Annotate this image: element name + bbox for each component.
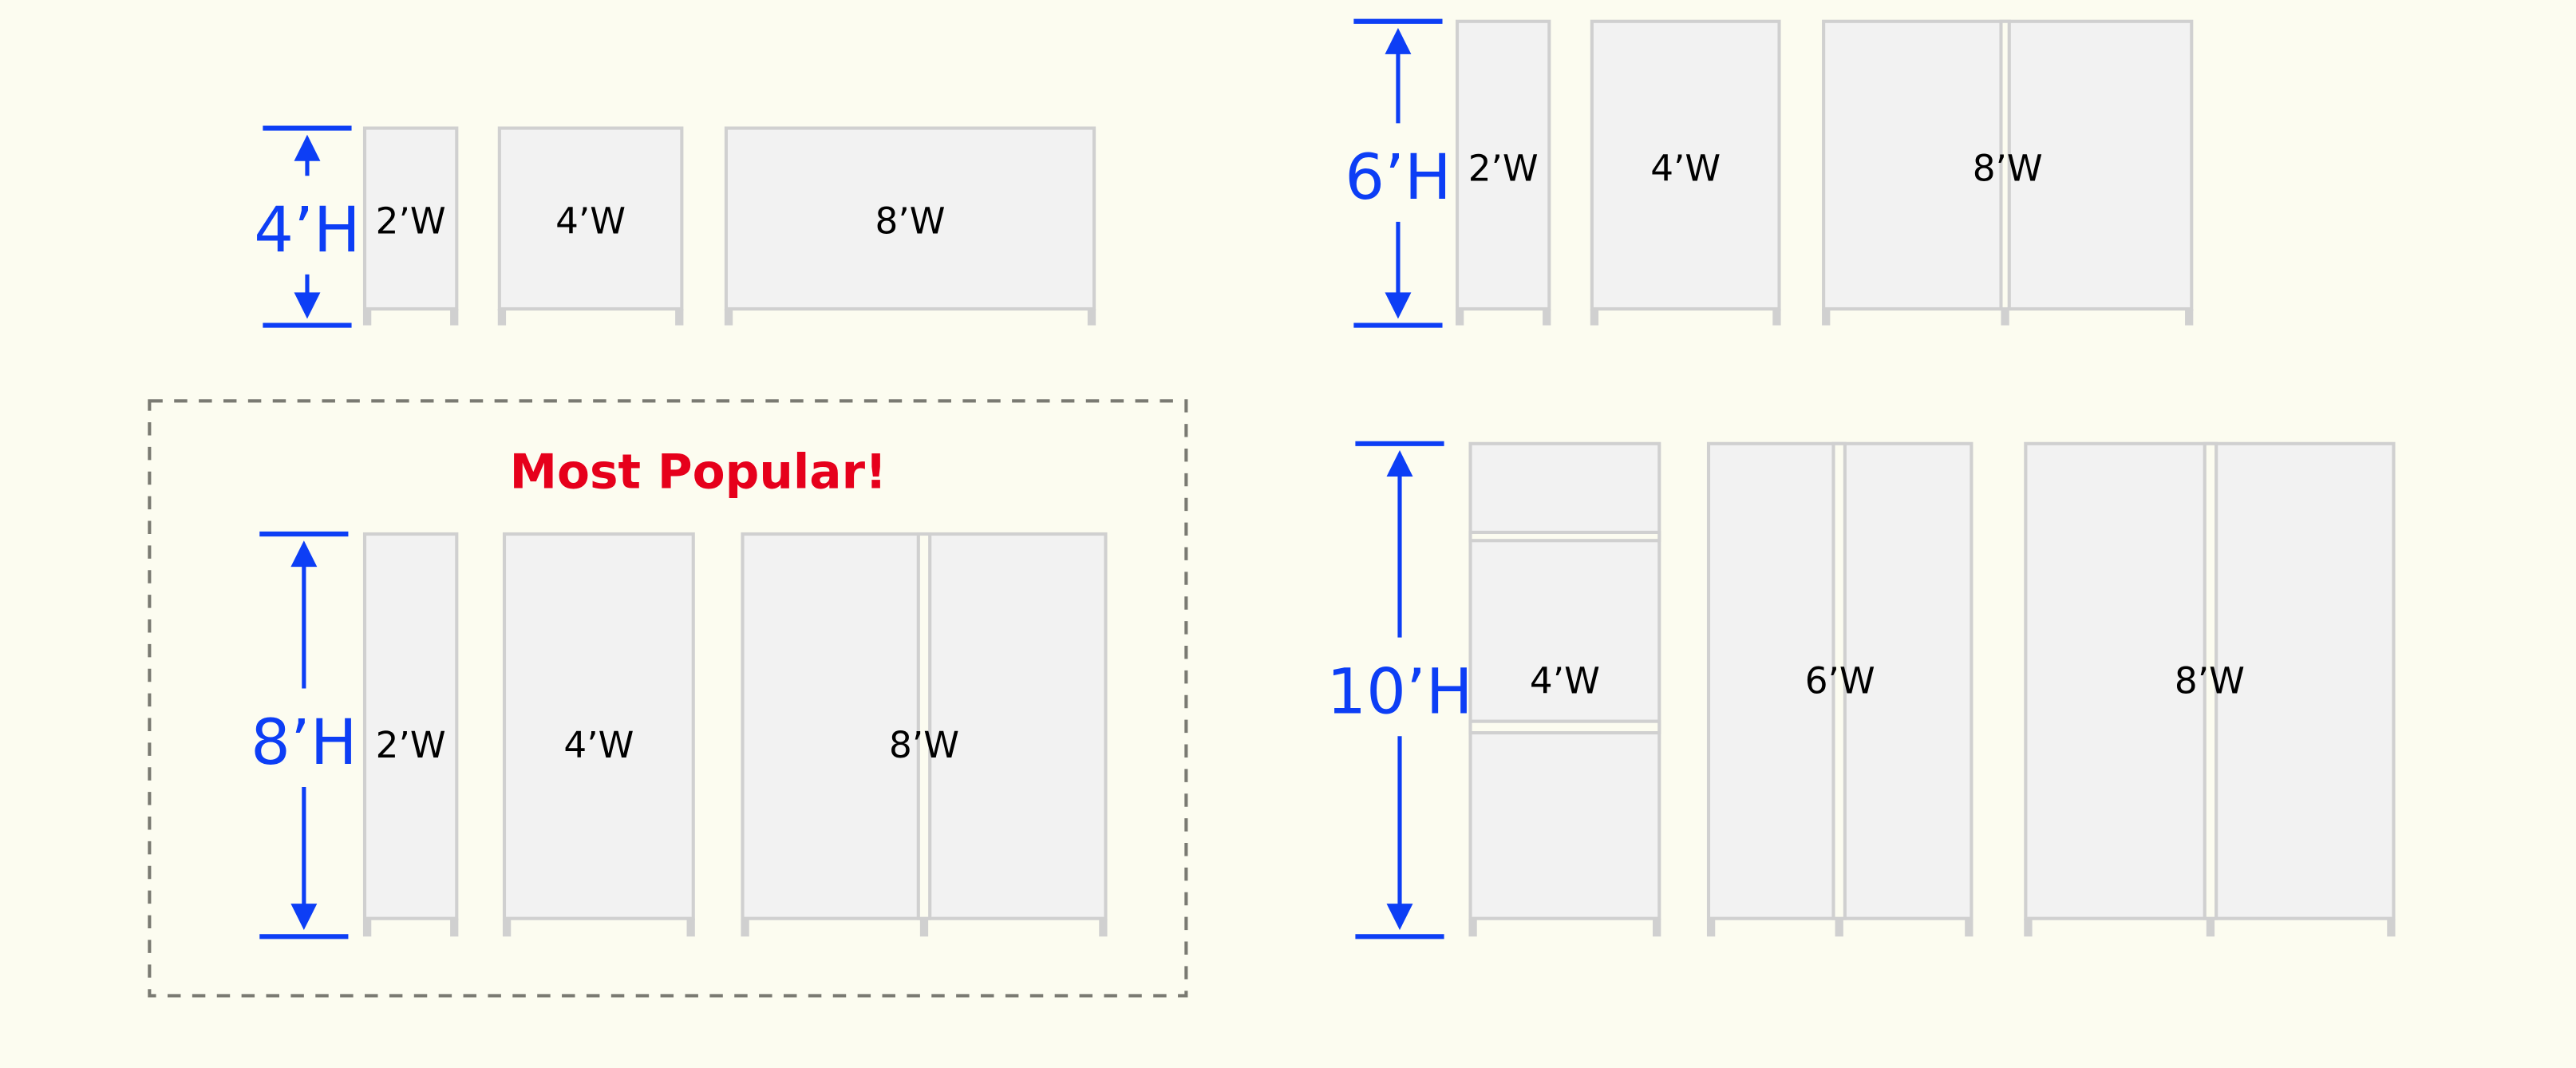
cabinet: 4’W [497, 126, 684, 326]
width-label: 4’W [1530, 660, 1600, 702]
cabinet-leg [1772, 308, 1781, 326]
cabinet-body [362, 126, 459, 311]
width-label: 4’W [563, 724, 634, 766]
width-label: 2’W [376, 724, 446, 766]
shelf-divider [1468, 719, 1661, 735]
cabinet: 2’W [362, 532, 459, 937]
height-label: 6’H [1345, 141, 1451, 214]
width-label: 8’W [889, 724, 959, 766]
cabinet-leg [450, 918, 459, 937]
cabinet-leg [1965, 918, 1973, 937]
cabinet-leg [919, 918, 929, 937]
size-group-10ft: 10’H 4’W 6’W 8’W [1326, 441, 2396, 939]
cabinet-leg [2001, 308, 2009, 326]
cabinet-leg [362, 918, 372, 937]
shelf-divider [1468, 530, 1661, 543]
cabinet: 8’W [724, 126, 1096, 326]
cabinet: 4’W [1590, 19, 1781, 326]
arrow-up-icon [1386, 450, 1413, 477]
most-popular-title: Most Popular! [510, 445, 887, 500]
cabinet-body [502, 532, 695, 920]
cabinet-leg [1455, 308, 1464, 326]
cabinet-leg [741, 918, 749, 937]
cabinet-leg [1099, 918, 1108, 937]
cabinet: 8’W [1822, 19, 2194, 326]
popular-box [148, 399, 1188, 998]
cabinet-leg [2206, 918, 2215, 937]
size-group-4ft: 4’H 2’W 4’W 8’W [254, 125, 1096, 328]
cabinet-leg [1543, 308, 1551, 326]
cabinet-leg [1822, 308, 1831, 326]
width-label: 8’W [1973, 147, 2043, 189]
cabinet: 2’W [362, 126, 459, 326]
width-label: 4’W [555, 200, 626, 242]
size-group-8ft: 8’H 2’W 4’W 8’W [251, 531, 1108, 939]
cabinet-leg [686, 918, 695, 937]
cabinet-leg [724, 308, 733, 326]
arrow-down-icon [1385, 292, 1412, 319]
width-label: 2’W [376, 200, 446, 242]
arrow-down-icon [294, 292, 321, 319]
cabinet-leg [1087, 308, 1096, 326]
cabinet: 2’W [1455, 19, 1551, 326]
cabinet: 8’W [741, 532, 1108, 937]
arrow-down-icon [1386, 904, 1413, 931]
width-label: 4’W [1650, 147, 1721, 189]
cabinet-leg [1653, 918, 1661, 937]
cabinet: 6’W [1706, 441, 1973, 937]
cabinet-leg [1590, 308, 1599, 326]
width-label: 8’W [2175, 660, 2245, 702]
cabinet-leg [675, 308, 684, 326]
cabinet-leg [450, 308, 459, 326]
cabinet-body [1590, 19, 1781, 311]
height-label: 4’H [254, 194, 360, 267]
height-label: 10’H [1326, 655, 1472, 728]
arrow-down-icon [290, 904, 318, 931]
cabinet: 4’W [1468, 441, 1661, 937]
cabinet: 4’W [502, 532, 695, 937]
cabinet-leg [2024, 918, 2033, 937]
size-group-6ft: 6’H 2’W 4’W 8’W [1345, 18, 2194, 328]
cabinet-leg [362, 308, 372, 326]
arrow-up-icon [290, 540, 318, 568]
cabinet-body [724, 126, 1096, 311]
width-label: 6’W [1805, 660, 1875, 702]
height-label: 8’H [251, 706, 357, 779]
cabinet-body [1455, 19, 1551, 311]
cabinet-leg [1706, 918, 1716, 937]
cabinet-leg [2387, 918, 2396, 937]
cabinet-leg [1468, 918, 1477, 937]
width-label: 8’W [875, 200, 946, 242]
width-label: 2’W [1468, 147, 1539, 189]
cabinet-body [362, 532, 459, 920]
cabinet-leg [502, 918, 512, 937]
cabinet-body [1468, 441, 1661, 920]
arrow-up-icon [294, 134, 321, 161]
cabinet: 8’W [2024, 441, 2396, 937]
cabinet-body [497, 126, 684, 311]
cabinet-leg [1835, 918, 1843, 937]
cabinet-leg [497, 308, 507, 326]
cabinet-leg [2185, 308, 2194, 326]
arrow-up-icon [1385, 27, 1412, 54]
